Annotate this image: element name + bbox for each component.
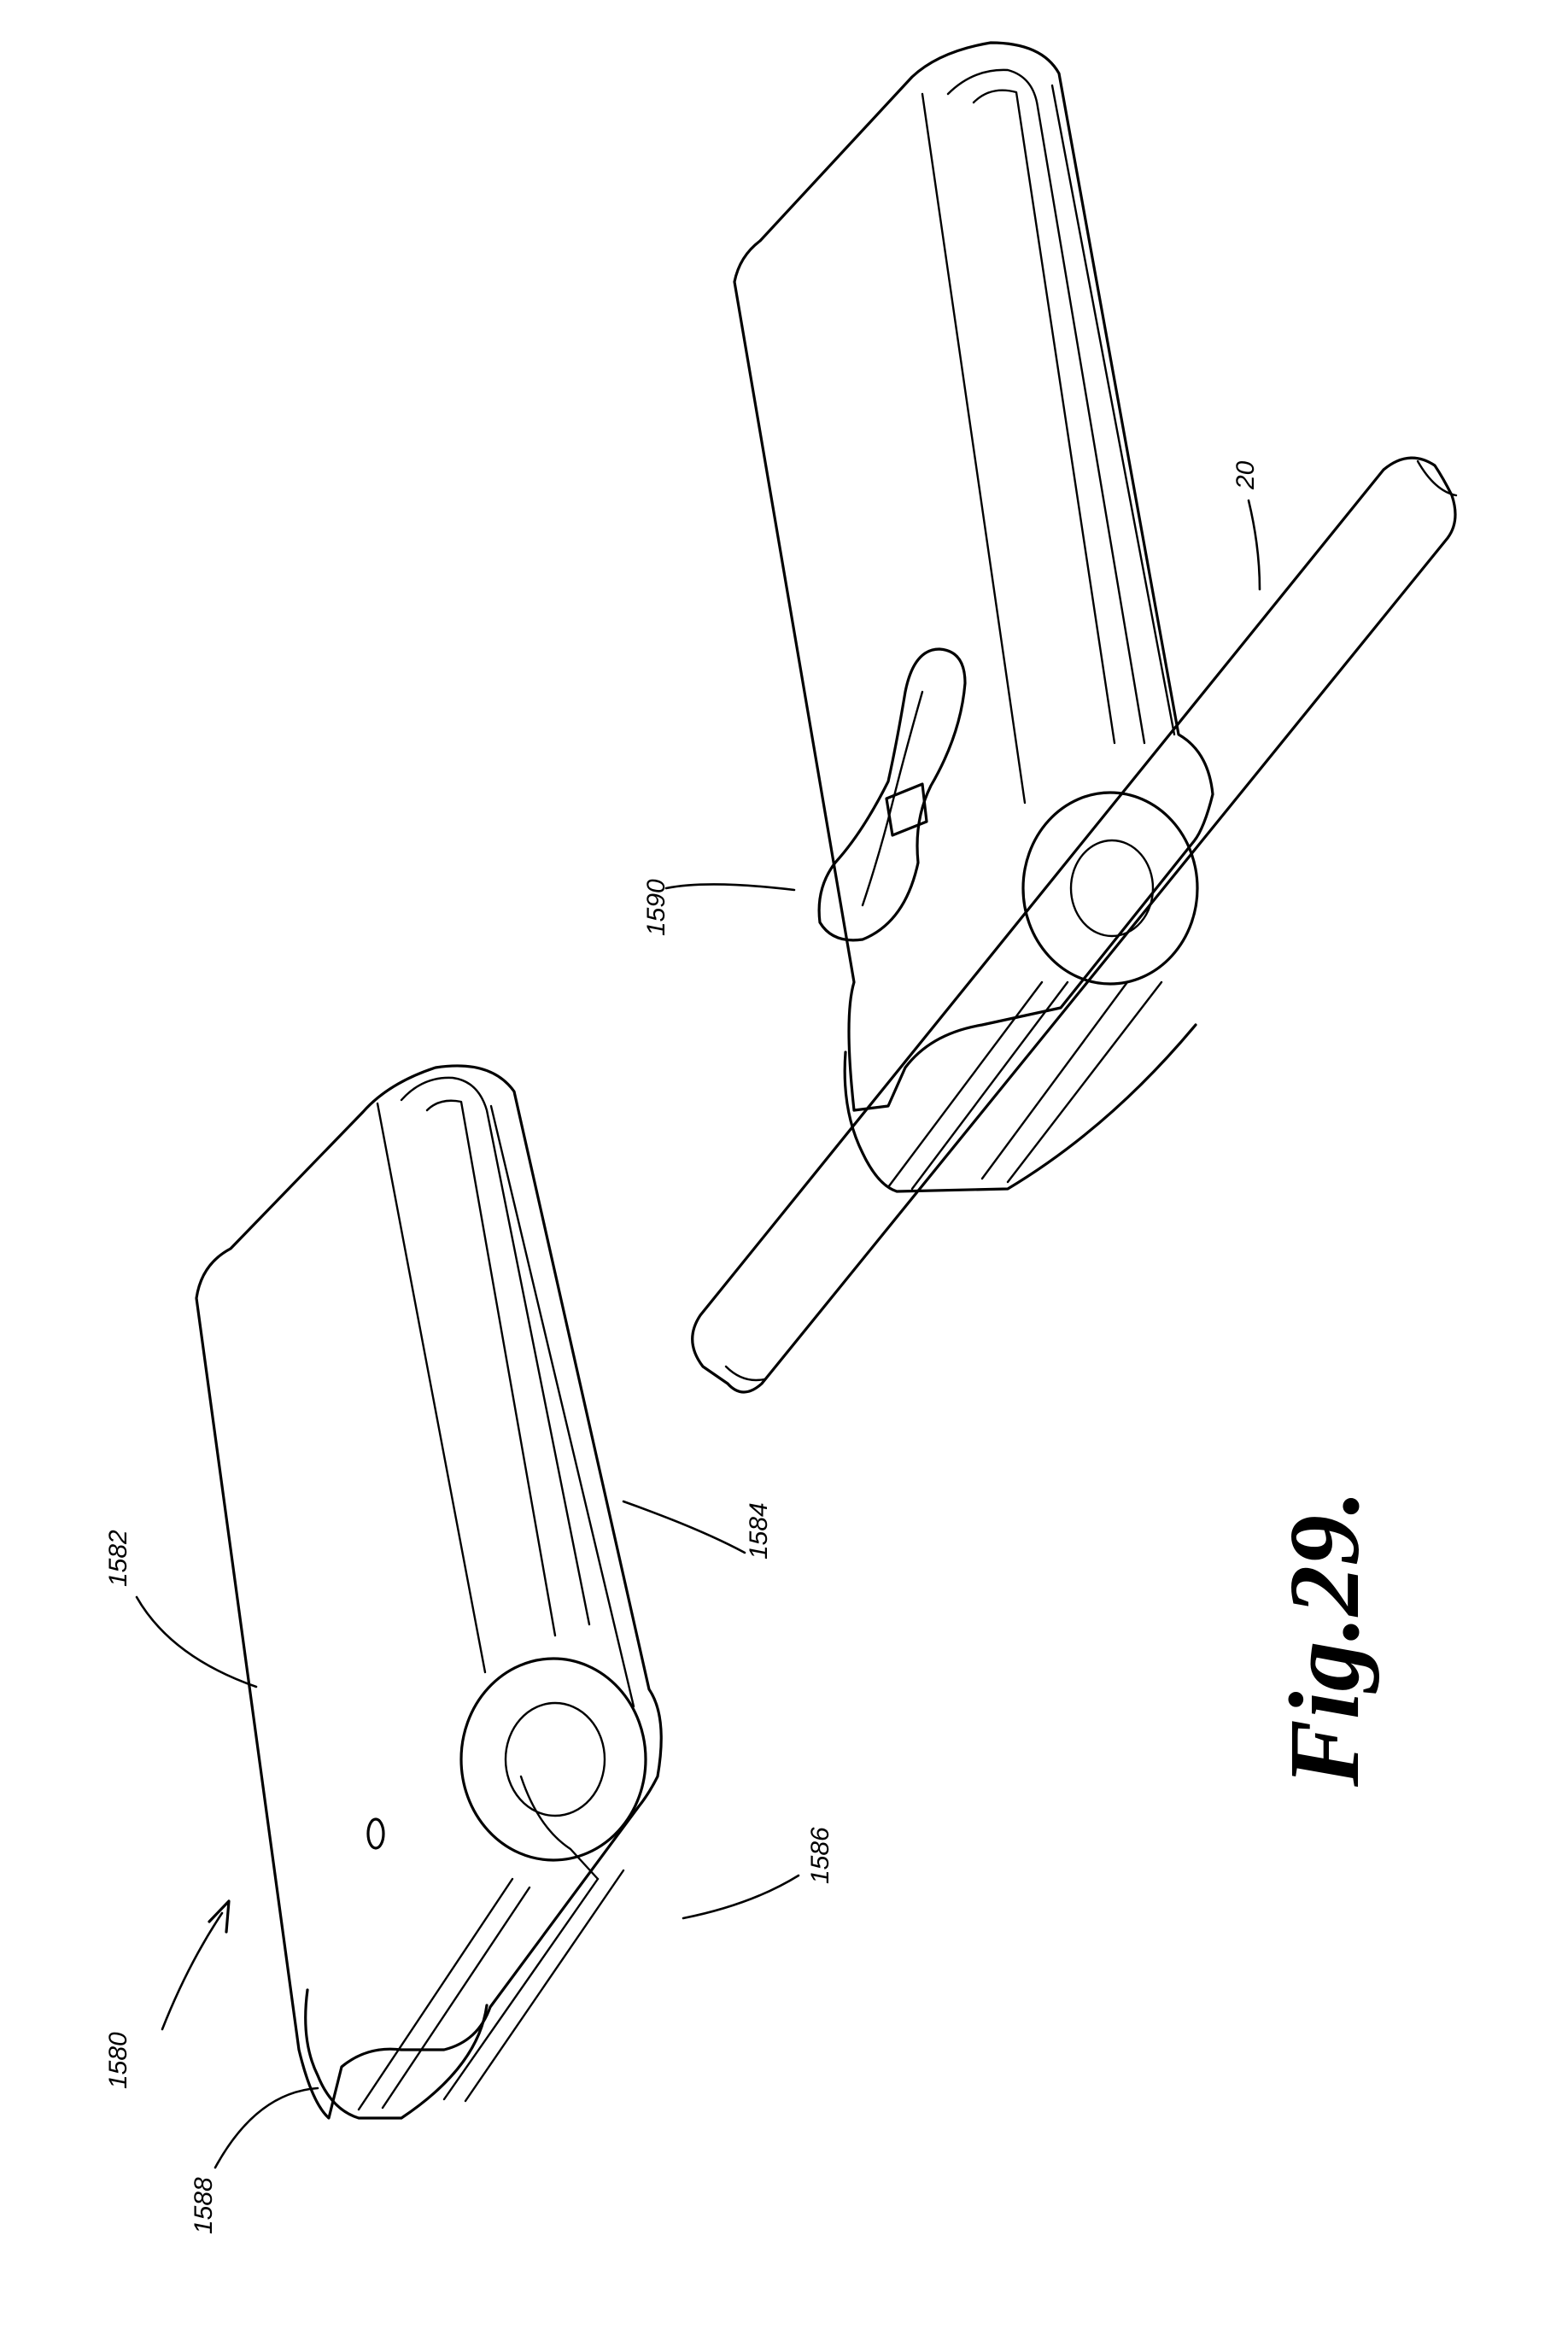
- upper-slot-4: [1006, 980, 1163, 1184]
- upper-rail-1: [921, 92, 1027, 805]
- leader-1582: [135, 1595, 258, 1688]
- upper-slot-1: [886, 980, 1044, 1189]
- upper-slot-2: [910, 980, 1069, 1191]
- leader-1588: [214, 2086, 319, 2169]
- reference-labels: 1580 1588 1582 1584 1586 1590 20: [104, 460, 1261, 2234]
- rod-20: [691, 456, 1457, 1394]
- upper-rail-3: [972, 89, 1116, 745]
- component-1580-slot-4: [464, 1869, 625, 2103]
- component-1580-top-plate: [195, 1064, 663, 2120]
- label-1588: 1588: [190, 2177, 218, 2234]
- figure-caption: Fig.29.: [1268, 1490, 1380, 1788]
- component-1580-end-ring-inner: [504, 1701, 606, 1817]
- leader-1586: [682, 1874, 800, 1920]
- leader-20: [1247, 499, 1261, 591]
- component-1580: [195, 1064, 663, 2120]
- upper-end-ring-outer: [1021, 791, 1199, 986]
- upper-slot-3: [980, 980, 1129, 1180]
- label-20: 20: [1232, 460, 1260, 490]
- component-1580-rail-1: [376, 1102, 487, 1674]
- component-1580-rail-2: [400, 1076, 591, 1626]
- leader-1580: [161, 1911, 224, 2031]
- rod-20-end-detail-top: [1416, 459, 1458, 497]
- upper-end-cap: [843, 1023, 1197, 1193]
- component-upper: [691, 41, 1458, 1394]
- component-1580-end-notch: [519, 1775, 600, 1881]
- component-1580-rail-4: [489, 1104, 635, 1708]
- upper-top-plate: [733, 41, 1214, 1112]
- arrow-1580: [208, 1899, 231, 1934]
- upper-rail-4: [1050, 84, 1176, 736]
- component-1580-hole: [366, 1817, 385, 1850]
- label-1582: 1582: [104, 1530, 132, 1587]
- label-1586: 1586: [806, 1827, 834, 1884]
- label-1580: 1580: [104, 2032, 132, 2089]
- leader-1584: [622, 1500, 746, 1554]
- upper-end-ring-inner: [1069, 839, 1155, 938]
- component-1580-slot-2: [381, 1886, 531, 2110]
- upper-latch-tab: [885, 782, 928, 837]
- component-1580-rail-3: [425, 1099, 557, 1637]
- upper-rail-2: [946, 68, 1146, 745]
- leader-1590: [664, 883, 796, 892]
- rod-20-end-detail-bottom: [724, 1365, 766, 1382]
- component-1580-slot-1: [357, 1877, 514, 2111]
- component-1580-end-cap: [304, 1988, 489, 2120]
- label-1584: 1584: [745, 1502, 773, 1560]
- component-1580-slot-3: [442, 1877, 600, 2101]
- upper-latch: [817, 647, 967, 942]
- component-1580-end-ring-outer: [459, 1657, 647, 1862]
- upper-latch-inner: [861, 690, 924, 907]
